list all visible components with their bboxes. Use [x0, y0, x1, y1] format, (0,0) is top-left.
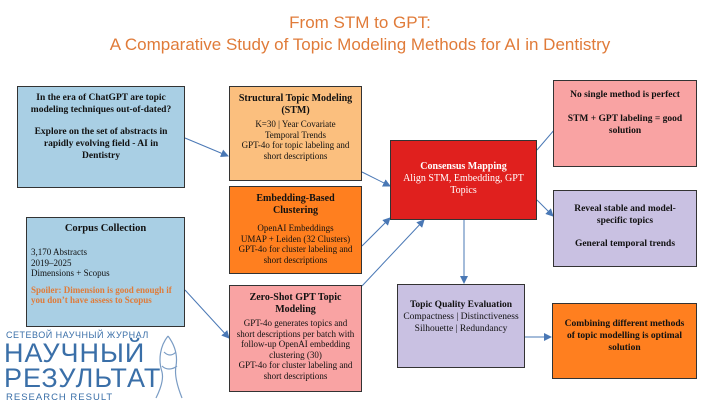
result2-text2: General temporal trends — [574, 239, 676, 249]
corpus-line-sources: Dimensions + Scopus — [31, 268, 110, 278]
logo-line-1: СЕТЕВОЙ НАУЧНЫЙ ЖУРНАЛ — [6, 330, 149, 340]
consensus-box: Consensus Mapping Align STM, Embedding, … — [390, 140, 537, 220]
logo-line-2: НАУЧНЫЙ — [4, 338, 146, 368]
result2-text1: Reveal stable and model-specific topics — [574, 204, 676, 226]
corpus-spoiler: Spoiler: Dimension is good enough if you… — [31, 284, 172, 306]
embedding-line-umap: UMAP + Leiden (32 Clusters) — [240, 233, 351, 244]
quality-line-2: Silhouette | Redundancy — [414, 324, 508, 334]
result-stable-topics-box: Reveal stable and model-specific topics … — [553, 190, 697, 267]
result-combining-methods-box: Combining different methods of topic mod… — [552, 303, 697, 379]
stm-line-gpt: GPT-4o for topic labeling and short desc… — [241, 140, 350, 161]
arrow-corpus-to-gpt — [184, 289, 230, 339]
embedding-line-openai: OpenAI Embeddings — [257, 223, 334, 233]
gpt-heading: Zero-Shot GPT Topic Modeling — [249, 292, 342, 315]
corpus-heading: Corpus Collection — [64, 223, 147, 234]
corpus-line-years: 2019–2025 — [31, 257, 72, 268]
quality-heading: Topic Quality Evaluation — [409, 300, 513, 310]
result1-text1: No single method is perfect — [570, 90, 680, 100]
logo-figure-icon — [155, 335, 183, 399]
title-line-1: From STM to GPT: — [289, 13, 431, 32]
logo-line-3: РЕЗУЛЬТАТ — [4, 363, 162, 393]
embedding-heading: Embedding-Based Clustering — [256, 193, 335, 216]
result-no-single-method-box: No single method is perfect STM + GPT la… — [553, 80, 697, 167]
gpt-line-labeling: GPT-4o for cluster labeling and short de… — [238, 360, 353, 381]
result3-text1: Combining different methods of topic mod… — [564, 319, 685, 353]
arrow-consensus-to-result2 — [536, 199, 554, 217]
gpt-line-generate: GPT-4o generates topics and short descri… — [236, 318, 355, 360]
gpt-box: Zero-Shot GPT Topic Modeling GPT-4o gene… — [229, 285, 362, 392]
stm-box: Structural Topic Modeling (STM) K=30 | Y… — [229, 86, 362, 181]
stm-line-k: K=30 | Year Covariate — [255, 119, 336, 129]
logo-line-4: RESEARCH RESULT — [6, 392, 114, 403]
arrow-embedding-to-consensus — [361, 217, 391, 247]
quality-line-1: Compactness | Distinctiveness — [403, 312, 519, 322]
arrow-gpt-to-consensus — [361, 219, 425, 287]
corpus-line-abstracts: 3,170 Abstracts — [31, 247, 87, 257]
question-text: In the era of ChatGPT are topic modeling… — [30, 93, 172, 115]
question-box: In the era of ChatGPT are topic modeling… — [17, 86, 185, 188]
quality-box: Topic Quality Evaluation Compactness | D… — [397, 284, 525, 368]
arrow-stm-to-consensus — [361, 171, 391, 187]
stm-line-trends: Temporal Trends — [264, 129, 327, 140]
arrow-question-to-stm — [184, 137, 229, 157]
question-explore-text: Explore on the set of abstracts in rapid… — [34, 127, 168, 161]
embedding-box: Embedding-Based Clustering OpenAI Embedd… — [229, 186, 362, 274]
title-line-2: A Comparative Study of Topic Modeling Me… — [109, 35, 611, 54]
stm-heading: Structural Topic Modeling (STM) — [238, 93, 353, 116]
embedding-line-gpt: GPT-4o for cluster labeling and short de… — [238, 244, 353, 265]
consensus-line: Align STM, Embedding, GPT Topics — [403, 173, 524, 196]
corpus-box: Corpus Collection 3,170 Abstracts 2019–2… — [26, 217, 185, 327]
consensus-heading: Consensus Mapping — [420, 161, 507, 172]
journal-logo: СЕТЕВОЙ НАУЧНЫЙ ЖУРНАЛ НАУЧНЫЙ РЕЗУЛЬТАТ… — [0, 328, 190, 405]
result1-text2: STM + GPT labeling = good solution — [567, 114, 683, 136]
